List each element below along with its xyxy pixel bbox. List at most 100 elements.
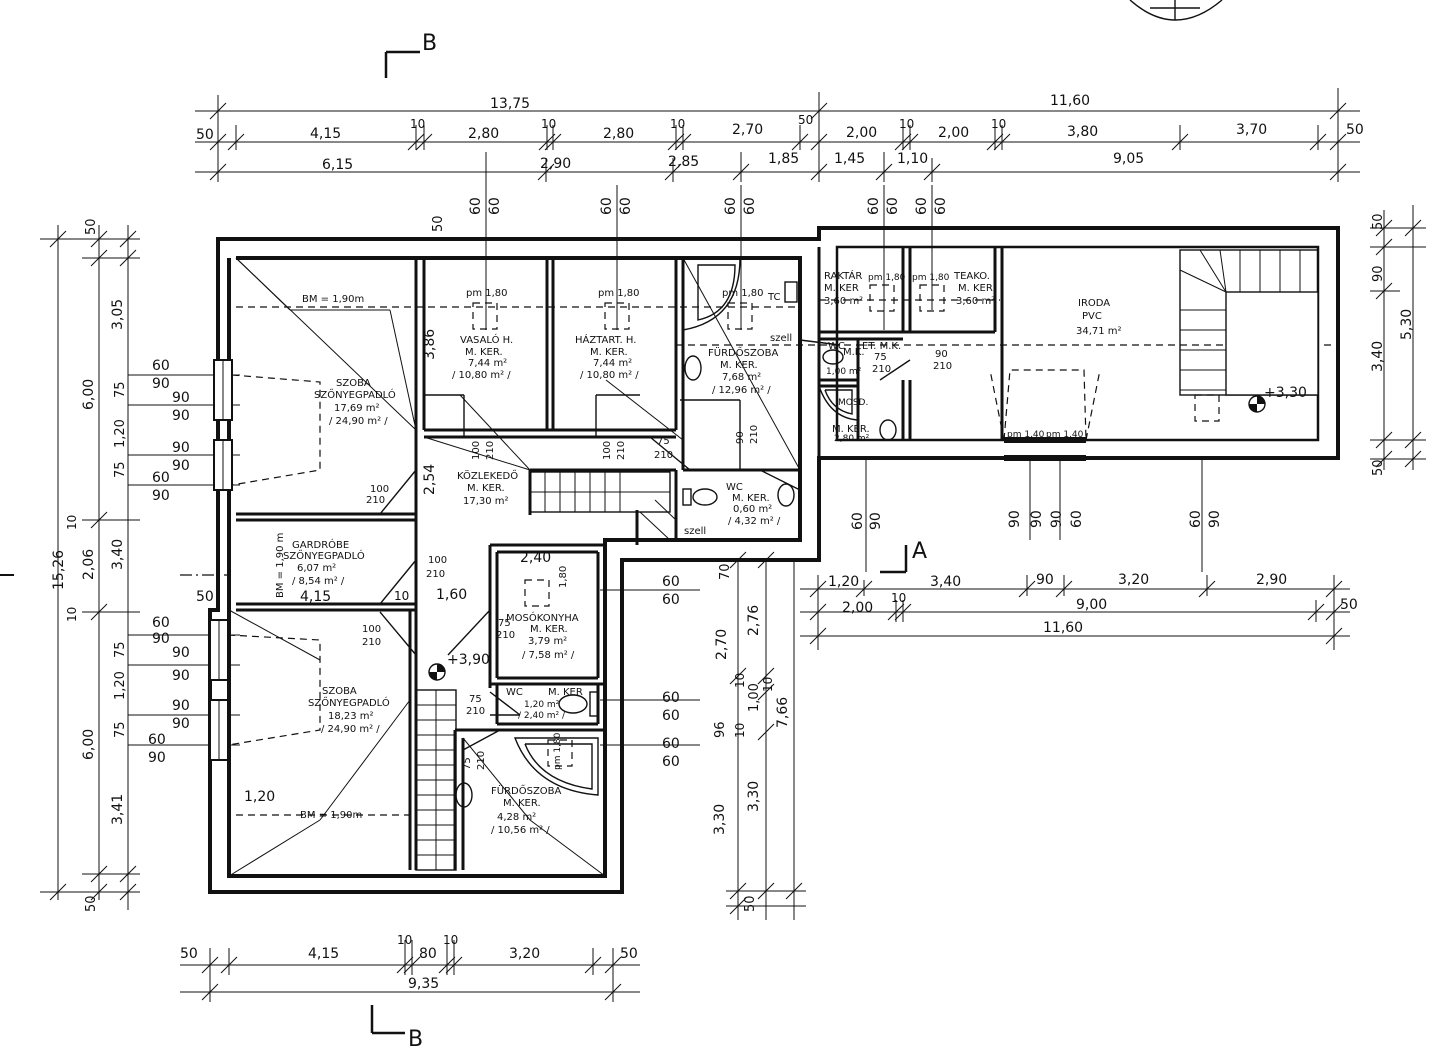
dim-left-i3: 10 [65, 607, 79, 622]
dim-mid-17: 70 [718, 563, 733, 580]
dim-bot-total: 9,35 [408, 976, 439, 992]
left-dimension-lines [40, 225, 240, 910]
mosd-floor: M. KER. [832, 424, 870, 435]
dim-left-m4: 3,41 [110, 794, 126, 825]
dim-top-r1-6: 10 [670, 117, 685, 131]
dim-left-m2: 2,06 [81, 549, 97, 580]
dim-overall-right: 11,60 [1050, 93, 1090, 109]
door-7: 210 [749, 425, 760, 444]
dim-win-7: 90 [172, 458, 190, 474]
misc-240: 2,40 [520, 550, 551, 566]
teako-area: 3,60 m² [956, 296, 995, 307]
dim-v-8: 60 [914, 197, 930, 215]
misc-10: 10 [394, 589, 409, 603]
dim-v-0: 60 [468, 197, 484, 215]
dim-mid-10: 10 [733, 673, 747, 688]
door-14: 75 [469, 694, 482, 705]
furdo2-pm: pm 1,80 [553, 732, 563, 770]
dim-mid-5: 60 [662, 754, 680, 770]
dim-win2-4: 90 [172, 668, 190, 684]
gardrobe-name: GARDRÓBE [292, 538, 349, 551]
dim-win2-10: 90 [148, 750, 166, 766]
dim-right-1: 90 [1371, 265, 1386, 282]
section-label-b-bottom: B [408, 1027, 423, 1052]
szoba2-floor: SZŐNYEGPADLÓ [308, 695, 390, 709]
door-12: 100 [362, 624, 381, 635]
dim-wb-v0: 60 [850, 512, 866, 530]
dim-wb-r1-0: 1,20 [828, 574, 859, 590]
dim-top-r1-9: 2,00 [846, 125, 877, 141]
section-mark-b-bottom: B [370, 1005, 423, 1052]
dim-win-10: 90 [152, 488, 170, 504]
dim-top-r1-7: 2,70 [732, 122, 763, 138]
dim-top-r1-10: 10 [899, 117, 914, 131]
wc-small-area: 1,00 m² [826, 367, 862, 377]
bottom-dimension-lines [180, 940, 640, 1002]
haztart-area: 7,44 m² [593, 358, 632, 369]
dim-bot-5: 3,20 [509, 946, 540, 962]
section-label-b-top: B [422, 31, 437, 56]
dim-top-r1-4: 10 [541, 117, 556, 131]
dim-mid-13: 3,30 [712, 804, 728, 835]
dim-wb-v7: 60 [1188, 510, 1204, 528]
szoba2-name: SZOBA [322, 686, 357, 697]
wc2-area2: / 2,40 m² / [518, 711, 566, 721]
door-13: 210 [362, 637, 381, 648]
dim-top-r2-0: 6,15 [322, 157, 353, 173]
wc1-area: 0,60 m² [733, 504, 772, 515]
roof-slope-lines [228, 257, 801, 877]
dim-wb-v1: 90 [868, 512, 884, 530]
dim-bot-2: 10 [397, 933, 412, 947]
dim-top-r2-1: 2,90 [540, 156, 571, 172]
gardrobe-bm: BM = 1,90 m [275, 533, 286, 598]
pm-boxes [472, 284, 1220, 767]
level-label-1: +3,90 [447, 652, 490, 668]
mosokonyha-name: MOSÓKONYHA [506, 611, 579, 624]
dim-bot-6: 50 [620, 946, 638, 962]
vasalo-floor: M. KER. [465, 347, 503, 358]
dim-v-9: 60 [933, 197, 949, 215]
furdo1-area2: / 12,96 m² / [712, 385, 771, 396]
dim-left-outer: 15,26 [51, 550, 67, 590]
dim-bot-0: 50 [180, 946, 198, 962]
dim-top-r2-2: 2,85 [668, 154, 699, 170]
furdo1-pm: pm 1,80 [722, 288, 764, 299]
dim-wb-total: 11,60 [1043, 620, 1083, 636]
dim-top-r2-3: 1,85 [768, 151, 799, 167]
wc1-name: WC [726, 482, 743, 493]
dim-win2-1: 90 [152, 631, 170, 647]
haztart-floor: M. KER. [590, 347, 628, 358]
dim-v-1: 60 [487, 197, 503, 215]
dim-win2-6: 90 [172, 698, 190, 714]
dim-win-0: 60 [152, 358, 170, 374]
haztart-area2: / 10,80 m² / [580, 370, 639, 381]
dim-top-r2-5: 1,10 [897, 151, 928, 167]
misc-386: 3,86 [422, 329, 438, 360]
kozl-area: 17,30 m² [463, 496, 509, 507]
iroda-floor: PVC [1082, 311, 1102, 322]
dim-bot-1: 4,15 [308, 946, 339, 962]
door-1: 210 [485, 441, 496, 460]
dim-wb-r1-1: 3,40 [930, 574, 961, 590]
vasalo-area: 7,44 m² [468, 358, 507, 369]
dim-v-6: 60 [866, 197, 882, 215]
dim-win2-8: 75 [113, 721, 128, 738]
door-19: 210 [426, 569, 445, 580]
haztart-pm: pm 1,80 [598, 288, 640, 299]
dim-wb-v4: 90 [1049, 510, 1065, 528]
iroda-pm1: pm 1,40 [1007, 430, 1045, 440]
mosokonyha-pm: 1,80 [558, 566, 569, 588]
dim-50-top: 50 [431, 215, 446, 232]
dim-win2-5: 1,20 [113, 671, 128, 700]
furdo2-area2: / 10,56 m² / [491, 825, 550, 836]
dim-win2-2: 75 [113, 641, 128, 658]
mosokonyha-area: 3,79 m² [528, 636, 567, 647]
dim-win-8: 75 [113, 461, 128, 478]
door-10: 75 [498, 618, 511, 629]
raktar-name: RAKTÁR [824, 269, 862, 282]
teako-pm: pm 1,80 [912, 273, 950, 283]
dim-left-i1: 3,40 [110, 539, 126, 570]
dim-wb-v8: 90 [1207, 510, 1223, 528]
szoba1-area: 17,69 m² [334, 403, 380, 414]
dim-wb-r2-2: 9,00 [1076, 597, 1107, 613]
